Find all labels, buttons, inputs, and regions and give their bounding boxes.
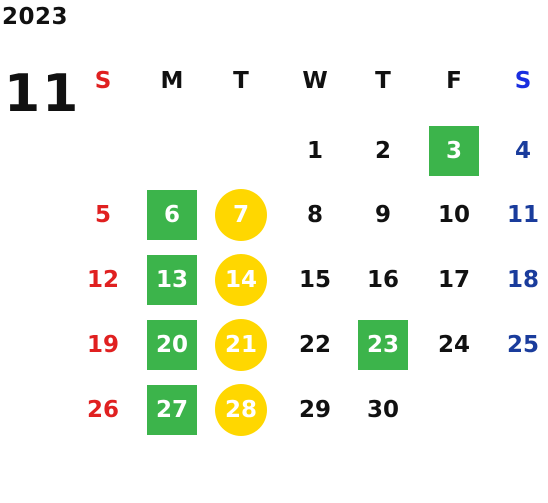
day-cell-10: 10: [437, 201, 470, 228]
day-cell-5: 5: [94, 201, 111, 228]
day-cell-14: 14: [215, 254, 267, 306]
month-number: 11: [4, 64, 81, 124]
weekday-header-tue: T: [233, 68, 249, 94]
day-cell-24: 24: [437, 331, 470, 358]
weekday-header-sat: S: [514, 68, 532, 94]
day-cell-16: 16: [366, 266, 399, 293]
year-label: 2023: [2, 4, 69, 30]
day-cell-4: 4: [514, 137, 531, 164]
day-cell-18: 18: [506, 266, 539, 293]
day-cell-26: 26: [86, 396, 119, 423]
day-cell-1: 1: [306, 137, 323, 164]
day-cell-2: 2: [374, 137, 391, 164]
day-cell-17: 17: [437, 266, 470, 293]
day-cell-8: 8: [306, 201, 323, 228]
day-cell-19: 19: [86, 331, 119, 358]
day-cell-22: 22: [298, 331, 331, 358]
weekday-header-sun: S: [94, 68, 112, 94]
day-cell-6: 6: [147, 190, 197, 240]
day-cell-12: 12: [86, 266, 119, 293]
weekday-header-mon: M: [160, 68, 184, 94]
day-cell-20: 20: [147, 320, 197, 370]
day-cell-9: 9: [374, 201, 391, 228]
weekday-header-fri: F: [446, 68, 462, 94]
weekday-header-thu: T: [375, 68, 391, 94]
day-cell-30: 30: [366, 396, 399, 423]
day-cell-3: 3: [429, 126, 479, 176]
day-cell-15: 15: [298, 266, 331, 293]
day-cell-13: 13: [147, 255, 197, 305]
day-cell-25: 25: [506, 331, 539, 358]
day-cell-27: 27: [147, 385, 197, 435]
day-cell-7: 7: [215, 189, 267, 241]
day-cell-29: 29: [298, 396, 331, 423]
day-cell-21: 21: [215, 319, 267, 371]
day-cell-23: 23: [358, 320, 408, 370]
day-cell-28: 28: [215, 384, 267, 436]
day-cell-11: 11: [506, 201, 539, 228]
weekday-header-wed: W: [302, 68, 328, 94]
